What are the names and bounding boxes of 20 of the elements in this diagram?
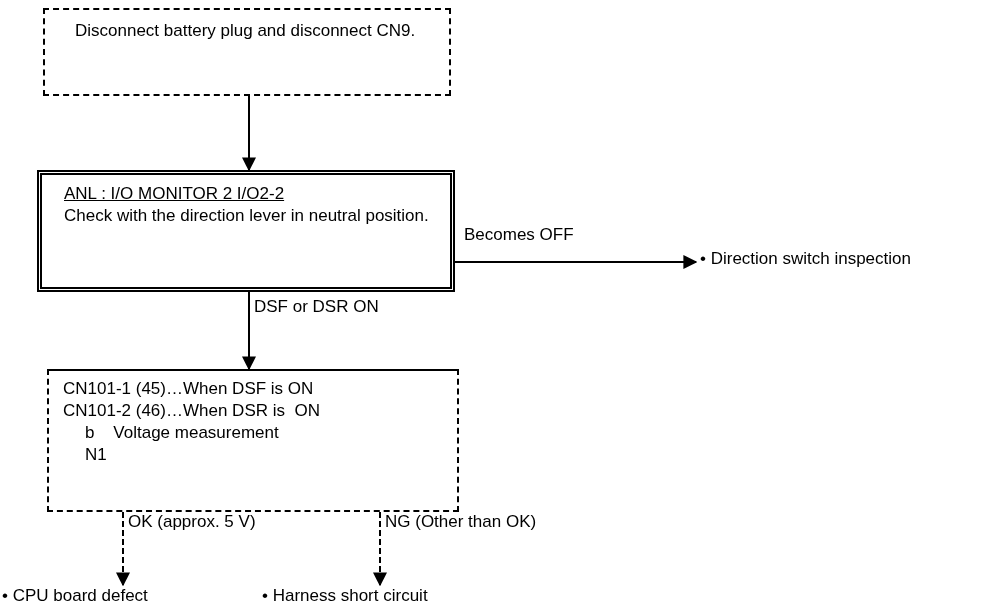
result-text: • CPU board defect [2, 585, 149, 607]
arrow [242, 291, 256, 371]
box-text: Check with the direction lever in neutral position. [64, 205, 430, 227]
edge-label: NG (Other than OK) [383, 512, 539, 532]
result-text: • Direction switch inspection [700, 248, 912, 270]
process-box [37, 170, 455, 292]
box-text: CN101-2 (46)…When DSR is ON [63, 400, 321, 422]
box-text: CN101-1 (45)…When DSF is ON [63, 378, 315, 400]
arrow [373, 511, 387, 587]
arrow [116, 511, 130, 587]
box-text: b Voltage measurement [84, 422, 280, 444]
arrow [242, 95, 256, 172]
process-box [47, 369, 459, 512]
box-text: ANL : I/O MONITOR 2 I/O2-2 [64, 183, 286, 205]
process-box [43, 8, 451, 96]
box-text: Disconnect battery plug and disconnect CN9. [75, 20, 417, 42]
edge-label: OK (approx. 5 V) [126, 512, 258, 532]
arrow [454, 255, 698, 269]
result-text: • Harness short circuit [262, 585, 429, 607]
box-text: N1 [84, 444, 108, 466]
